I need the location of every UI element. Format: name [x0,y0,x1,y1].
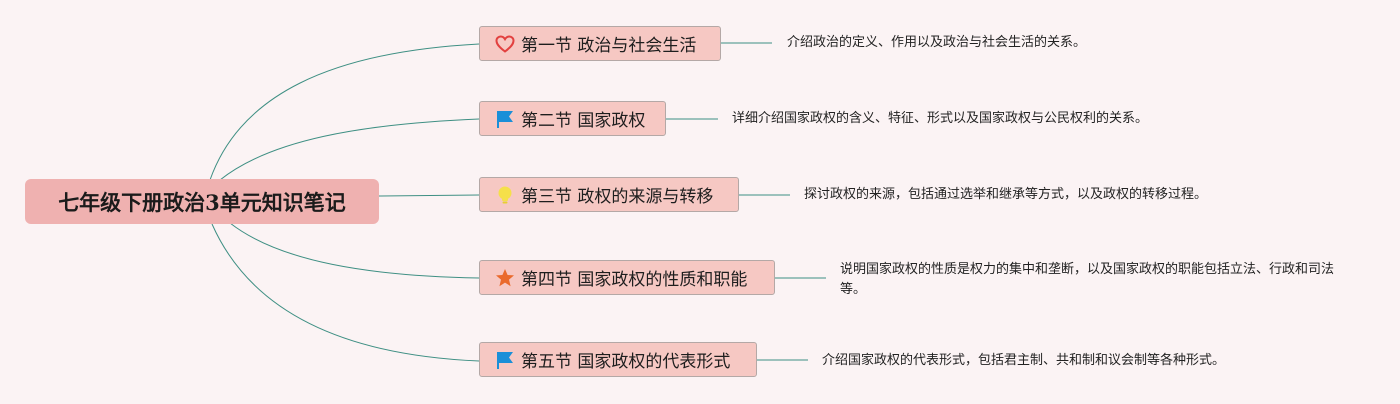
topic-note-4: 说明国家政权的性质是权力的集中和垄断，以及国家政权的职能包括立法、行政和司法等。 [840,262,1335,297]
light-bulb-icon [494,184,516,206]
topic-note-3: 探讨政权的来源，包括通过选举和继承等方式，以及政权的转移过程。 [804,187,1208,202]
branch-line-4 [229,222,480,279]
branch-line-2 [219,118,480,181]
branch-line-5 [211,223,480,362]
blue-flag-icon [494,349,516,371]
root-topic-label: 七年级下册政治3单元知识笔记 [58,189,346,215]
star-icon [494,267,516,289]
topic-label: 第二节 国家政权 [521,111,646,131]
branch-line-3 [378,194,480,197]
topic-label: 第五节 国家政权的代表形式 [521,352,731,372]
topic-note-5: 介绍国家政权的代表形式，包括君主制、共和制和议会制等各种形式。 [822,353,1226,368]
topic-section-2[interactable]: 第二节 国家政权 [479,101,666,136]
topic-section-4[interactable]: 第四节 国家政权的性质和职能 [479,260,775,295]
heart-icon [494,33,516,55]
topic-section-3[interactable]: 第三节 政权的来源与转移 [479,177,739,212]
blue-flag-icon [494,108,516,130]
topic-label: 第三节 政权的来源与转移 [521,187,714,207]
root-topic[interactable]: 七年级下册政治3单元知识笔记 [25,179,379,224]
topic-label: 第一节 政治与社会生活 [521,36,697,56]
branch-line-1 [209,43,480,181]
topic-section-1[interactable]: 第一节 政治与社会生活 [479,26,721,61]
topic-note-1: 介绍政治的定义、作用以及政治与社会生活的关系。 [787,35,1087,50]
topic-label: 第四节 国家政权的性质和职能 [521,270,748,290]
topic-note-2: 详细介绍国家政权的含义、特征、形式以及国家政权与公民权利的关系。 [732,111,1149,126]
topic-section-5[interactable]: 第五节 国家政权的代表形式 [479,342,757,377]
